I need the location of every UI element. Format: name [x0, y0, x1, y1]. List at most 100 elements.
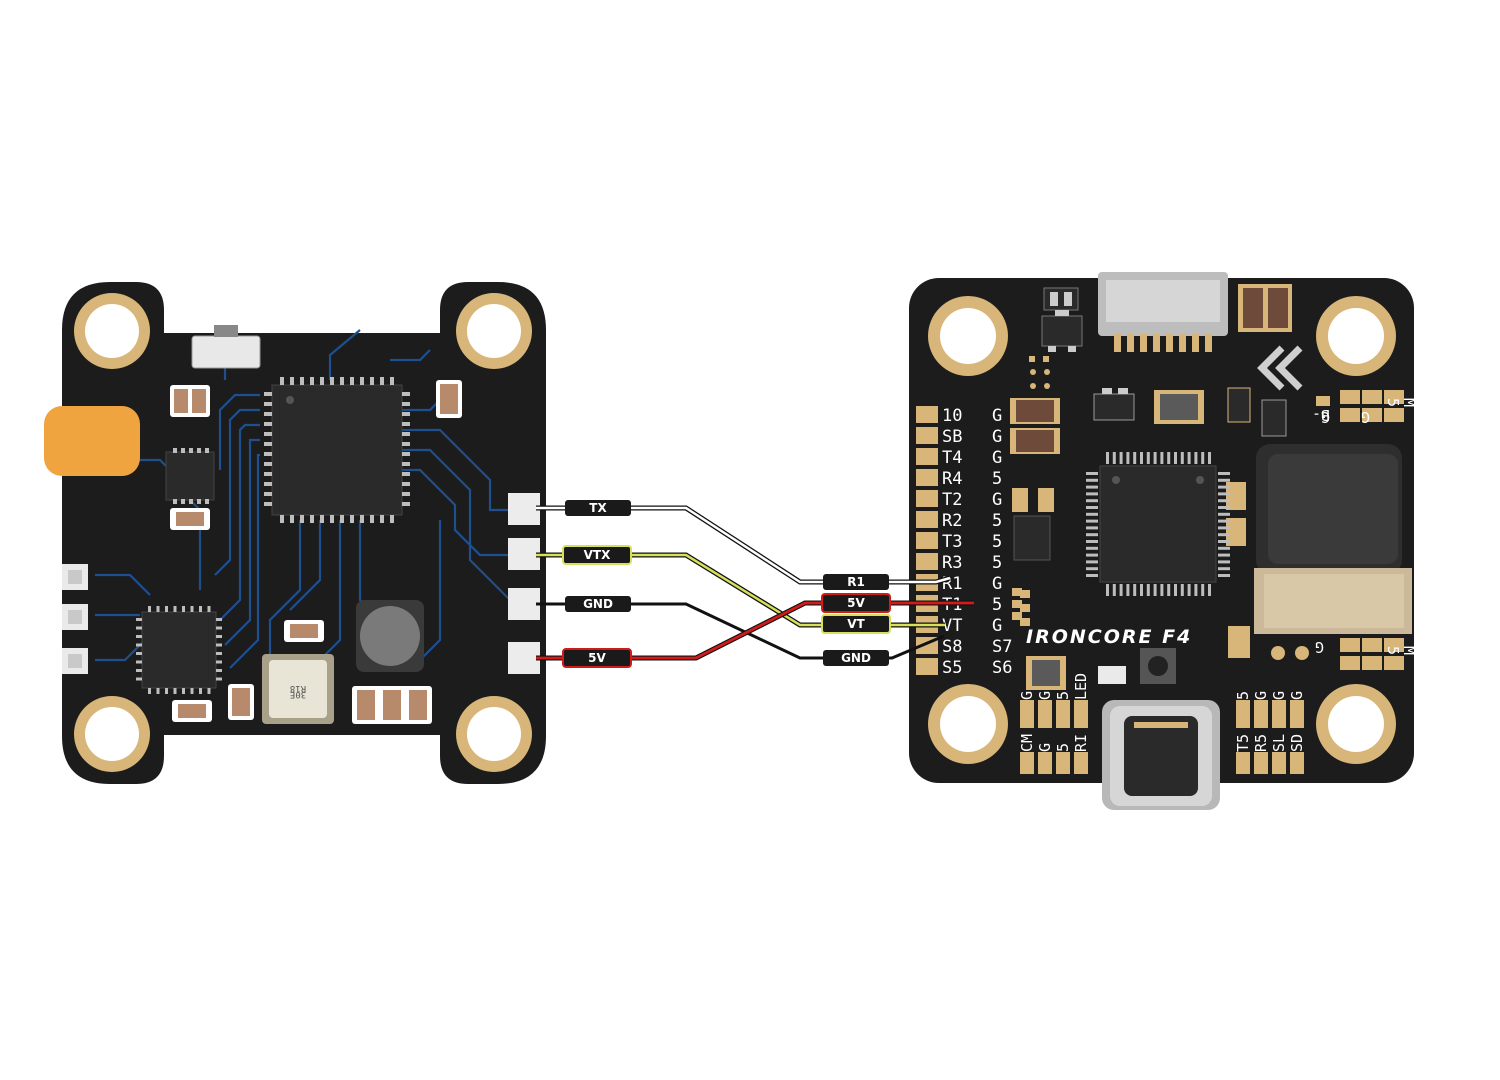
tag-vtx: VTX [562, 545, 632, 565]
fc-bottom-right-label-bottom: SL [1270, 734, 1288, 752]
fc-label-bminus: B- [1312, 406, 1330, 424]
fc-bottom-left-label-top: LED [1072, 673, 1090, 700]
fc-bottom-right-label-top: G [1288, 691, 1306, 700]
fc-pad-label-left: T2 [942, 490, 962, 510]
fc-bottom-left-label-top: 5 [1054, 691, 1072, 700]
vtx-crystal: 30E R18 [262, 654, 334, 724]
fc-pad-label-right: 5 [992, 553, 1002, 573]
crystal-marking-1: 30E [290, 689, 306, 699]
fc-boot-button [1140, 648, 1176, 684]
fc-bottom-left-label-top: G [1036, 691, 1054, 700]
fc-usb-c-port [1102, 700, 1220, 810]
vtx-antenna-connector [44, 406, 140, 476]
vtx-button [191, 335, 261, 369]
fc-bottom-left-label-bottom: G [1036, 743, 1054, 752]
fc-pad-label-right: 5 [992, 511, 1002, 531]
wire-gnd [536, 602, 945, 660]
crystal-marking-2: R18 [290, 683, 306, 693]
tag-fc-gnd-label: GND [841, 651, 871, 665]
fc-bottom-left-label-bottom: CM [1018, 734, 1036, 752]
fc-pad-label-right: G [992, 406, 1002, 426]
tag-gnd-label: GND [583, 597, 613, 611]
fc-brand-label: IRONCORE F4 [1026, 626, 1192, 648]
fc-label-m-top: M [1400, 398, 1418, 407]
vtx-main-chip [264, 377, 410, 523]
fc-pad-label-left: R3 [942, 553, 962, 573]
fc-pad-label-left: VT [942, 616, 962, 636]
vtx-wire-pads [508, 493, 540, 674]
fc-pad-label-left: 10 [942, 406, 962, 426]
fc-top-connector [1098, 272, 1228, 352]
fc-bottom-left-label-top: G [1018, 691, 1036, 700]
tag-tx: TX [565, 500, 631, 516]
fc-bottom-right-pads: 5T5 G R5 G SL G SD [1234, 691, 1306, 774]
fc-mount-hole-tl [928, 296, 1008, 376]
fc-board: 10GSBGT4GR45T2GR25T35R35R1GT15VTGS8S7S5S… [909, 272, 1418, 810]
wires: TX VTX GND 5V R1 5V VT GND [536, 500, 974, 668]
fc-pad-label-right: G [992, 490, 1002, 510]
tag-vtx-label: VTX [584, 548, 611, 562]
vtx-board: 30E R18 [44, 282, 546, 784]
wire-tx [536, 505, 951, 585]
vtx-pad-tx [508, 493, 540, 525]
fc-pad-label-left: R2 [942, 511, 962, 531]
fc-bottom-right-label-top: 5 [1234, 691, 1252, 700]
fc-pad-label-right: G [992, 427, 1002, 447]
fc-label-g-top: G [1321, 408, 1330, 426]
fc-capacitors [1010, 387, 1287, 561]
fc-sd-card-slot [1254, 444, 1412, 634]
fc-mount-hole-tr [1316, 296, 1396, 376]
vtx-mount-hole-tr [456, 293, 532, 369]
tag-fc-5v: 5V [821, 593, 891, 613]
fc-mcu-chip [1086, 452, 1230, 596]
fc-top-right-pads [1316, 390, 1404, 670]
fc-bottom-right-label-top: G [1270, 691, 1288, 700]
vtx-side-pads [62, 564, 88, 674]
fc-bottom-right-label-top: G [1252, 691, 1270, 700]
fc-label-g-top2: G [1361, 408, 1370, 426]
vtx-secondary-chip [136, 606, 222, 694]
fc-bottom-left-label-bottom: 5 [1054, 743, 1072, 752]
fc-pad-label-left: S8 [942, 637, 962, 657]
vtx-passives [170, 380, 462, 724]
fc-pad-label-right: G [992, 574, 1002, 594]
fc-pad-label-right: S6 [992, 658, 1012, 678]
vtx-pad-gnd [508, 588, 540, 620]
fc-pad-label-left: S5 [942, 658, 962, 678]
fc-pad-label-left: SB [942, 427, 962, 447]
tag-vt-label: VT [847, 617, 865, 631]
vtx-mount-hole-bl [74, 696, 150, 772]
fc-bottom-left-label-bottom: RI [1072, 734, 1090, 752]
tag-fc-gnd: GND [823, 650, 889, 666]
vtx-mount-hole-tl [74, 293, 150, 369]
vtx-pad-5v [508, 642, 540, 674]
tag-tx-label: TX [589, 501, 607, 515]
fc-label-m-side: M [1400, 646, 1418, 655]
tag-fc-5v-label: 5V [847, 596, 865, 610]
vtx-inductor [356, 600, 424, 672]
fc-label-5-top: 5 [1384, 398, 1402, 407]
fc-pad-label-left: T3 [942, 532, 962, 552]
tag-r1: R1 [823, 574, 889, 590]
fc-label-5-side: 5 [1384, 646, 1402, 655]
fc-mount-hole-bl [928, 684, 1008, 764]
tag-gnd: GND [565, 596, 631, 612]
fc-pad-label-right: S7 [992, 637, 1012, 657]
tag-5v-label: 5V [588, 651, 606, 665]
fc-bottom-right-label-bottom: R5 [1252, 734, 1270, 752]
fc-bottom-right-label-bottom: SD [1288, 734, 1306, 752]
fc-top-parts [1029, 284, 1303, 391]
fc-bottom-right-label-bottom: T5 [1234, 734, 1252, 752]
fc-pad-label-right: G [992, 448, 1002, 468]
fc-pad-label-right: 5 [992, 595, 1002, 615]
fc-pad-label-right: G [992, 616, 1002, 636]
fc-pad-label-left: T4 [942, 448, 962, 468]
fc-pad-label-left: R4 [942, 469, 962, 489]
tag-vt: VT [821, 614, 891, 634]
fc-pad-label-right: 5 [992, 532, 1002, 552]
tag-5v: 5V [562, 648, 632, 668]
fc-label-g-side: G [1315, 638, 1324, 656]
